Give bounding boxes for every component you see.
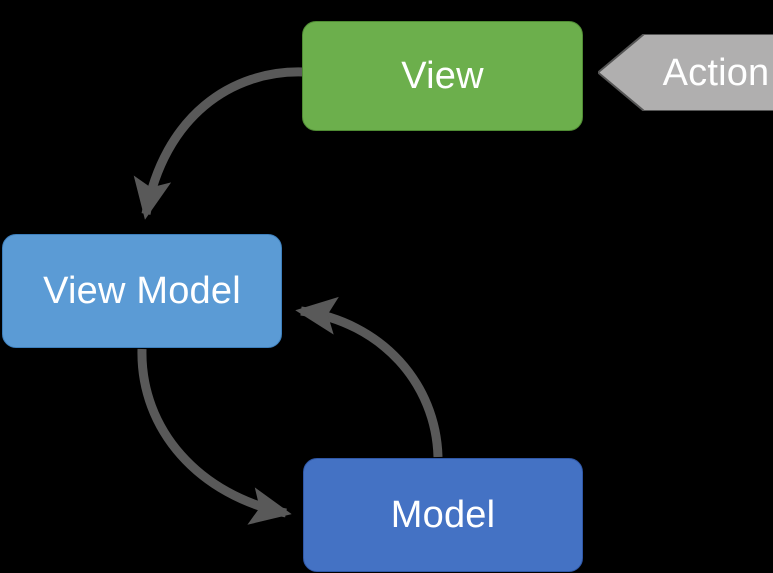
node-view-label: View: [401, 55, 484, 97]
node-model[interactable]: Model: [303, 458, 583, 572]
node-view[interactable]: View: [302, 21, 583, 131]
arrow-model-to-view-model: [295, 296, 443, 458]
node-view-model[interactable]: View Model: [2, 234, 282, 348]
arrow-view-model-to-model: [137, 348, 292, 525]
node-action-label: Action: [662, 51, 770, 94]
node-action[interactable]: Action: [598, 34, 773, 111]
node-model-label: Model: [390, 494, 496, 536]
node-view-model-label: View Model: [43, 270, 241, 312]
arrow-view-to-view-model: [133, 67, 304, 220]
